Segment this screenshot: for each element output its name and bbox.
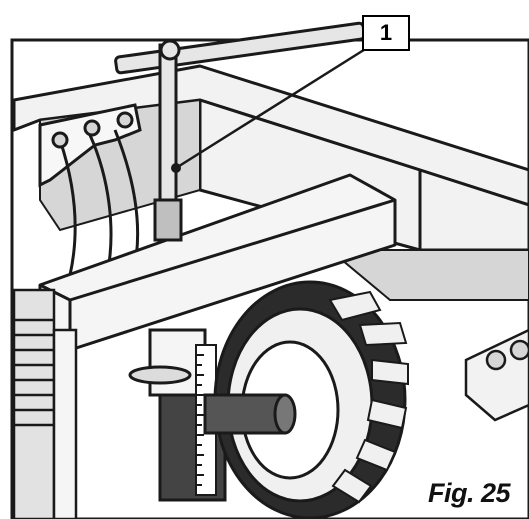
bolted-plate xyxy=(464,328,529,422)
axle xyxy=(203,393,297,435)
spring-bracket xyxy=(38,103,142,276)
callout-leader xyxy=(175,46,368,170)
callout-number-box: 1 xyxy=(362,15,410,51)
shock-absorber xyxy=(12,288,78,519)
figure-caption: Fig. 25 xyxy=(428,478,511,508)
callout-dot xyxy=(171,163,181,173)
